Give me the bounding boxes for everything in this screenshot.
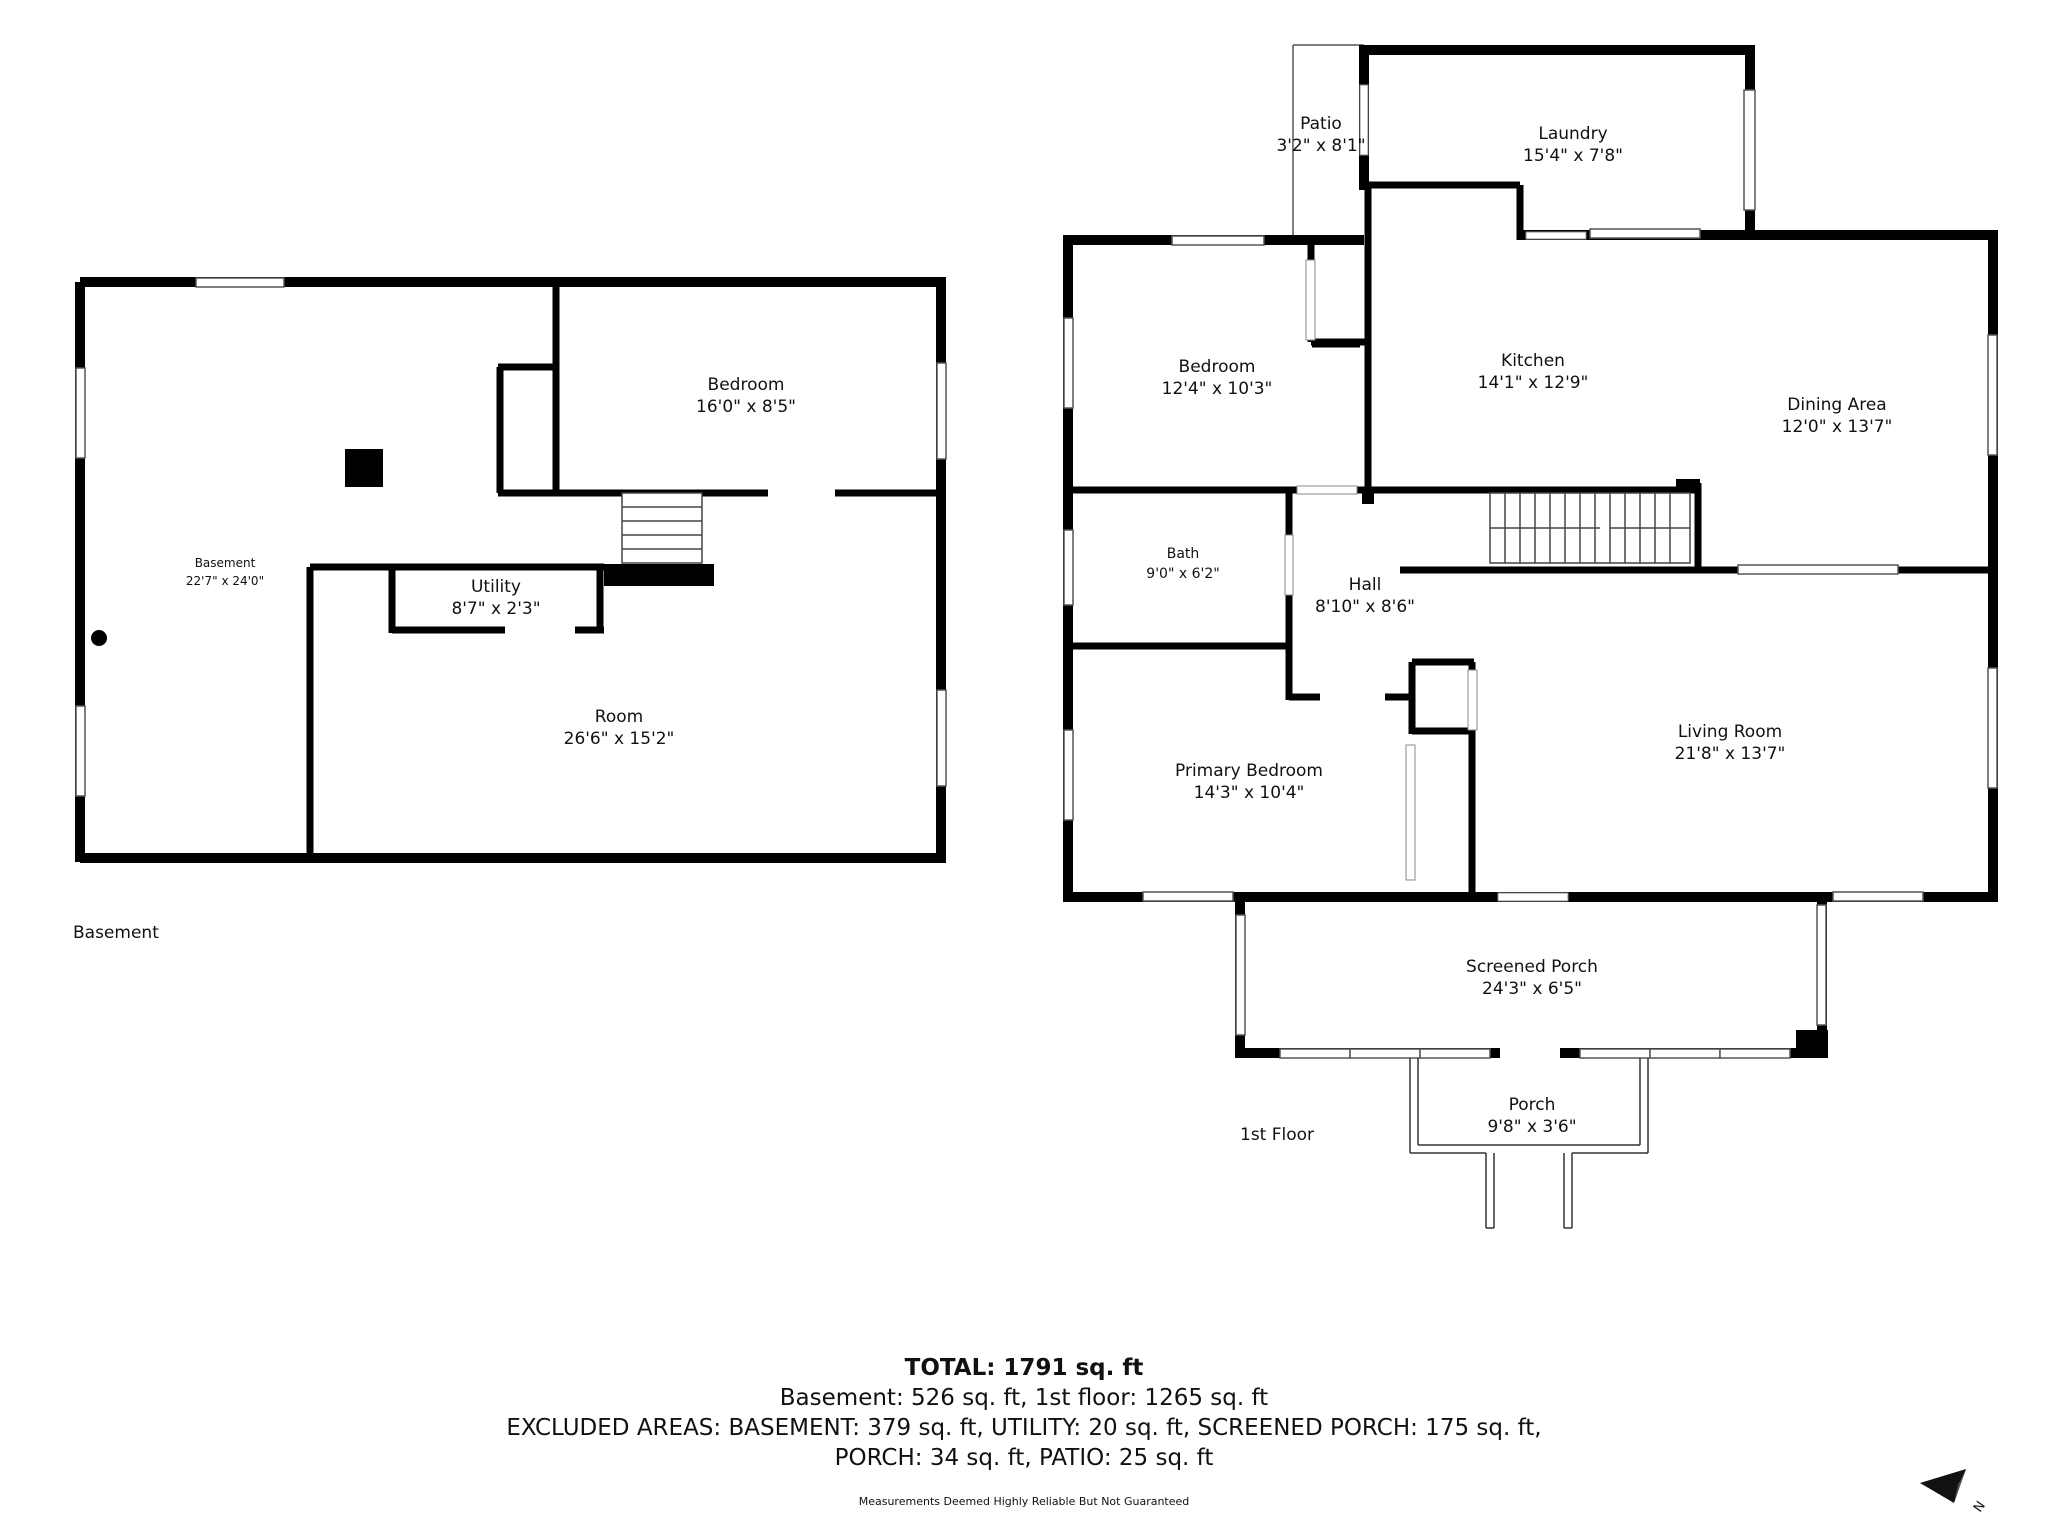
- first-floor-wall-block: [1362, 490, 1374, 504]
- north-arrow-icon: N: [1920, 1469, 1989, 1516]
- first-floor-stair-post: [1676, 479, 1700, 491]
- room-name: Screened Porch: [1466, 957, 1598, 977]
- room-dims: 26'6" x 15'2": [564, 729, 675, 749]
- room-screened-porch: Screened Porch 24'3" x 6'5": [1466, 957, 1598, 999]
- room-dims: 8'7" x 2'3": [451, 599, 540, 619]
- room-dims: 12'0" x 13'7": [1782, 417, 1893, 437]
- total-area: TOTAL: 1791 sq. ft: [904, 1355, 1144, 1381]
- screened-porch-corner-block: [1796, 1030, 1828, 1058]
- room-porch: Porch 9'8" x 3'6": [1487, 1095, 1576, 1137]
- basement-pole: [91, 630, 107, 646]
- excluded-areas-line-1: EXCLUDED AREAS: BASEMENT: 379 sq. ft, UT…: [506, 1415, 1542, 1441]
- room-name: Basement: [195, 556, 256, 570]
- basement-plan: [75, 277, 947, 863]
- room-dims: 22'7" x 24'0": [186, 574, 264, 588]
- room-basement-room: Room 26'6" x 15'2": [564, 707, 675, 749]
- room-dims: 21'8" x 13'7": [1675, 744, 1786, 764]
- room-name: Kitchen: [1501, 351, 1565, 371]
- floor-label-first-floor: 1st Floor: [1240, 1125, 1315, 1145]
- room-name: Primary Bedroom: [1175, 761, 1323, 781]
- north-label: N: [1971, 1499, 1989, 1516]
- room-dims: 8'10" x 8'6": [1315, 597, 1415, 617]
- room-name: Utility: [471, 577, 521, 597]
- room-first-floor-bedroom: Bedroom 12'4" x 10'3": [1162, 357, 1273, 399]
- room-name: Bath: [1167, 546, 1200, 562]
- patio-outline: [1292, 44, 1364, 240]
- room-name: Porch: [1509, 1095, 1556, 1115]
- room-name: Patio: [1300, 114, 1342, 134]
- room-patio: Patio 3'2" x 8'1": [1276, 114, 1365, 156]
- room-dims: 12'4" x 10'3": [1162, 379, 1273, 399]
- excluded-areas-line-2: PORCH: 34 sq. ft, PATIO: 25 sq. ft: [834, 1445, 1214, 1471]
- basement-stairs: [621, 492, 703, 564]
- floor-label-basement: Basement: [73, 923, 159, 943]
- room-dims: 16'0" x 8'5": [696, 397, 796, 417]
- room-dining-area: Dining Area 12'0" x 13'7": [1782, 395, 1893, 437]
- room-dims: 24'3" x 6'5": [1482, 979, 1582, 999]
- room-dims: 9'0" x 6'2": [1146, 566, 1219, 582]
- basement-windows: [75, 277, 947, 797]
- room-laundry: Laundry 15'4" x 7'8": [1523, 124, 1623, 166]
- room-labels: Bedroom 16'0" x 8'5" Basement 22'7" x 24…: [186, 114, 1892, 1137]
- room-name: Room: [595, 707, 643, 727]
- first-floor-stairs: [1489, 492, 1691, 564]
- first-floor-openings: [1284, 84, 1587, 902]
- disclaimer: Measurements Deemed Highly Reliable But …: [858, 1495, 1190, 1508]
- basement-wall-block: [604, 564, 714, 586]
- room-dims: 3'2" x 8'1": [1276, 136, 1365, 156]
- room-name: Bedroom: [1179, 357, 1256, 377]
- first-floor-windows: [1063, 89, 1998, 902]
- room-utility: Utility 8'7" x 2'3": [451, 577, 540, 619]
- screened-porch-walls: [1235, 897, 1827, 1058]
- room-bath: Bath 9'0" x 6'2": [1146, 546, 1219, 582]
- room-dims: 9'8" x 3'6": [1487, 1117, 1576, 1137]
- room-hall: Hall 8'10" x 8'6": [1315, 575, 1415, 617]
- area-totals: TOTAL: 1791 sq. ft Basement: 526 sq. ft,…: [0, 1353, 2048, 1473]
- first-floor-plan: [1063, 44, 1998, 1229]
- porch-outline: [1409, 1058, 1649, 1229]
- basement-interior-walls: [306, 282, 941, 858]
- area-breakdown: Basement: 526 sq. ft, 1st floor: 1265 sq…: [779, 1385, 1269, 1411]
- basement-chimney: [345, 449, 383, 487]
- room-dims: 14'1" x 12'9": [1478, 373, 1589, 393]
- room-name: Dining Area: [1787, 395, 1886, 415]
- room-kitchen: Kitchen 14'1" x 12'9": [1478, 351, 1589, 393]
- room-name: Laundry: [1538, 124, 1607, 144]
- room-name: Living Room: [1678, 722, 1782, 742]
- screened-porch-windows: [1235, 904, 1827, 1059]
- room-name: Hall: [1349, 575, 1382, 595]
- room-name: Bedroom: [708, 375, 785, 395]
- room-primary-bedroom: Primary Bedroom 14'3" x 10'4": [1175, 761, 1323, 803]
- room-dims: 15'4" x 7'8": [1523, 146, 1623, 166]
- room-dims: 14'3" x 10'4": [1194, 783, 1305, 803]
- room-basement: Basement 22'7" x 24'0": [186, 556, 264, 588]
- room-living-room: Living Room 21'8" x 13'7": [1675, 722, 1786, 764]
- room-basement-bedroom: Bedroom 16'0" x 8'5": [696, 375, 796, 417]
